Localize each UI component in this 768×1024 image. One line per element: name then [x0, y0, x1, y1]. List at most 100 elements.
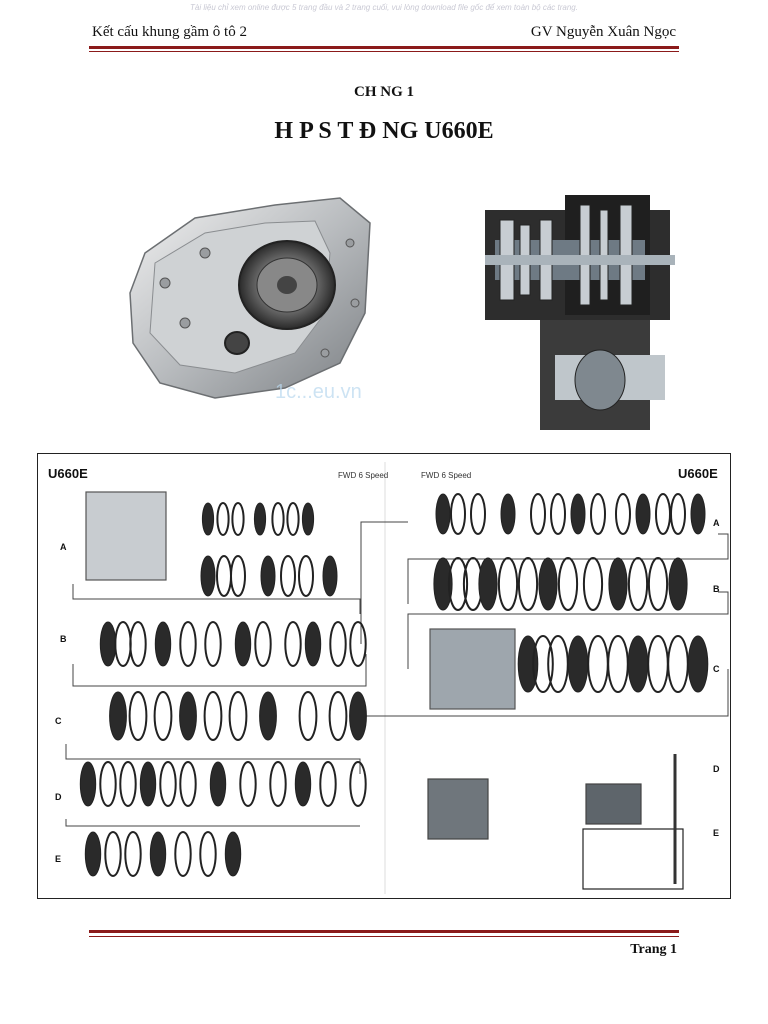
part-ring — [450, 493, 466, 535]
diagram-subtitle-right: FWD 6 Speed — [421, 471, 472, 480]
part-ring — [433, 557, 453, 611]
part-ring — [478, 557, 498, 611]
left-row-label-c: C — [55, 716, 62, 726]
transmission-housing-image: 1c...eu.vn — [125, 193, 375, 403]
part-ring — [259, 691, 277, 741]
part-ring — [153, 691, 173, 741]
part-ring — [99, 761, 117, 807]
part-ring — [84, 831, 102, 877]
part-ring — [500, 493, 516, 535]
header-author: GV Nguyễn Xuân Ngọc — [530, 24, 676, 40]
right-row-label-c: C — [713, 664, 720, 674]
part-ring — [99, 621, 117, 667]
part-ring — [254, 621, 272, 667]
page-title: H P S T Đ NG U660E — [274, 118, 494, 144]
part-ring — [216, 555, 232, 597]
part-ring — [179, 621, 197, 667]
part-ring — [129, 621, 147, 667]
part-ring — [209, 761, 227, 807]
part-ring — [687, 635, 709, 693]
part-ring — [547, 635, 569, 693]
part-ring — [550, 493, 566, 535]
footer-rule — [89, 930, 679, 933]
part-ring — [349, 691, 367, 741]
part-ring — [199, 831, 217, 877]
part-ring — [294, 761, 312, 807]
svg-text:1c...eu.vn: 1c...eu.vn — [275, 381, 362, 403]
part-ring — [124, 831, 142, 877]
part-ring — [228, 691, 248, 741]
header-rule-thin — [89, 51, 679, 52]
part-ring — [627, 557, 649, 611]
part-ring — [286, 502, 300, 536]
header-rule — [89, 46, 679, 49]
part-ring — [470, 493, 486, 535]
chapter-heading: CH NG 1 — [354, 84, 414, 100]
part-ring — [271, 502, 285, 536]
part-ring — [587, 635, 609, 693]
part-ring — [179, 761, 197, 807]
part-ring — [538, 557, 558, 611]
part-ring — [79, 761, 97, 807]
transmission-cutaway-image — [480, 180, 685, 440]
u660e-exploded-parts-diagram: U660E FWD 6 Speed FWD 6 Speed U660E A B … — [37, 453, 731, 899]
part-ring — [269, 761, 287, 807]
right-row-label-b: B — [713, 584, 720, 594]
part-ring — [280, 555, 296, 597]
part-ring — [203, 691, 223, 741]
parts-artwork — [65, 462, 729, 894]
part-ring — [179, 691, 197, 741]
part-ring — [284, 621, 302, 667]
part-ring — [447, 557, 469, 611]
part-ring — [139, 761, 157, 807]
part-ring — [497, 557, 519, 611]
part-ring — [557, 557, 579, 611]
part-ring — [517, 557, 539, 611]
part-ring — [328, 691, 348, 741]
part-ring — [608, 557, 628, 611]
right-row-label-e: E — [713, 828, 720, 838]
page-number: Trang 1 — [630, 942, 677, 957]
part-ring — [260, 555, 276, 597]
part-ring — [329, 621, 347, 667]
part-ring — [298, 691, 318, 741]
diagram-title-left: U660E — [48, 466, 88, 481]
part-ring — [582, 557, 604, 611]
part-ring — [435, 493, 451, 535]
part-ring — [104, 831, 122, 877]
part-ring — [154, 621, 172, 667]
part-ring — [204, 621, 222, 667]
left-row-label-a: A — [60, 542, 67, 552]
part-ring — [532, 635, 554, 693]
part-ring — [109, 691, 127, 741]
part-ring — [298, 555, 314, 597]
part-ring — [301, 502, 315, 536]
part-ring — [530, 493, 546, 535]
part-ring — [304, 621, 322, 667]
part-ring — [114, 621, 132, 667]
part-ring — [635, 493, 651, 535]
part-ring — [349, 761, 367, 807]
part-ring — [230, 555, 246, 597]
part-ring — [159, 761, 177, 807]
part-ring — [128, 691, 148, 741]
part-ring — [690, 493, 706, 535]
part-ring — [200, 555, 216, 597]
part-ring — [615, 493, 631, 535]
part-ring — [224, 831, 242, 877]
watermark: Tài liệu chỉ xem online được 5 trang đầu… — [190, 3, 578, 12]
part-ring — [670, 493, 686, 535]
part-ring — [655, 493, 671, 535]
part-ring — [174, 831, 192, 877]
footer-rule-thin — [89, 936, 679, 937]
part-ring — [239, 761, 257, 807]
part-ring — [149, 831, 167, 877]
part-ring — [216, 502, 230, 536]
part-ring — [667, 635, 689, 693]
part-ring — [322, 555, 338, 597]
part-ring — [201, 502, 215, 536]
part-ring — [647, 635, 669, 693]
part-ring — [349, 621, 367, 667]
left-row-label-b: B — [60, 634, 67, 644]
right-row-label-a: A — [713, 518, 720, 528]
